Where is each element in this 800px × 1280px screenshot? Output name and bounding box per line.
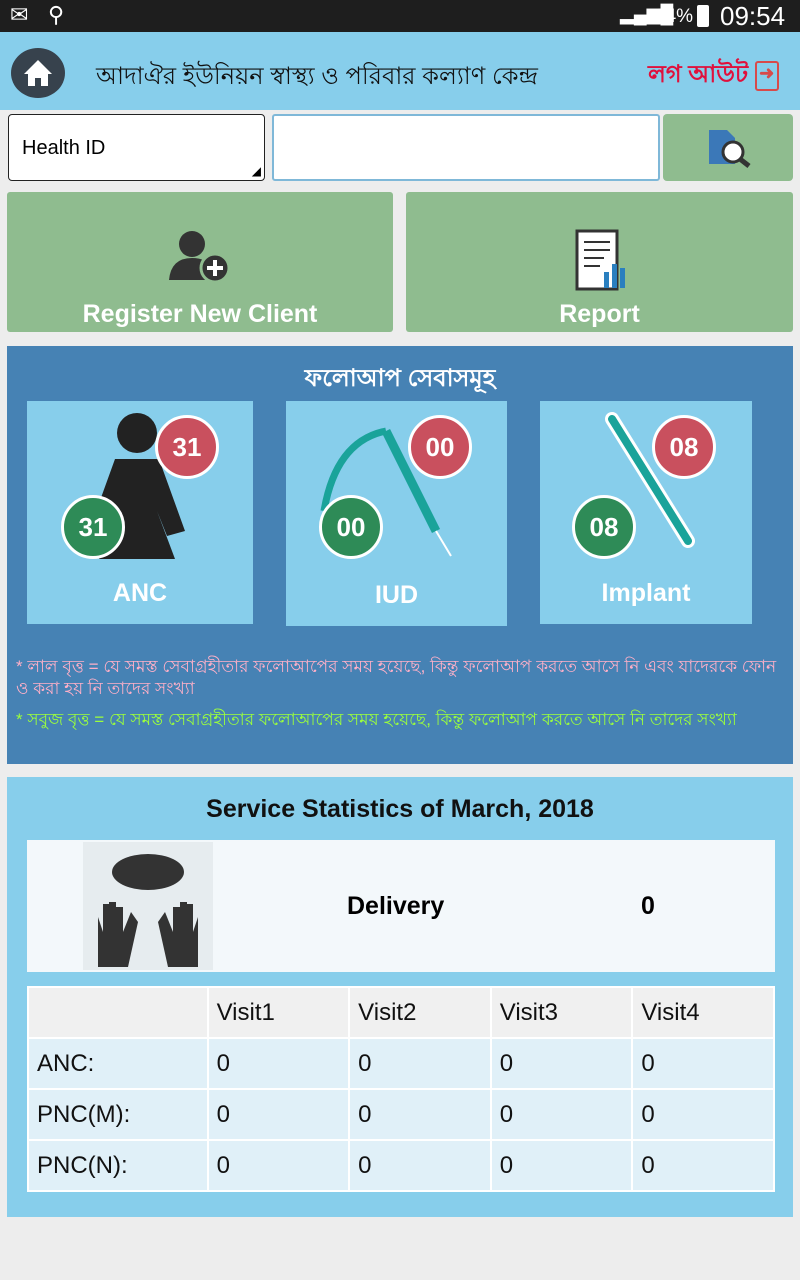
clock: 09:54 [720,1,786,31]
iud-icon [320,427,452,557]
app-header: আদাঐর ইউনিয়ন স্বাস্থ্য ও পরিবার কল্যাণ … [0,32,800,110]
cell: 0 [206,1139,351,1192]
status-bar: ✉ ⚲ ▂▄▆█ 94% 09:54 [0,0,800,32]
search-input[interactable] [272,114,660,181]
cell: 0 [348,1037,492,1090]
implant-label: Implant [601,579,691,607]
implant-red-count: 08 [652,415,716,479]
cell: 0 [631,1088,775,1141]
header-cell: Visit4 [631,986,775,1039]
delivery-row: Delivery 0 [27,840,775,972]
stats-title: Service Statistics of March, 2018 [206,795,594,823]
logout-label: লগ আউট [648,61,749,88]
signal-icon: ▂▄▆█ [620,4,674,24]
home-button[interactable] [11,48,65,98]
battery-level: 94% [655,6,694,27]
report-button[interactable]: Report [406,192,793,332]
implant-card[interactable]: 08 08 Implant [540,401,752,624]
row-label: ANC: [27,1037,209,1090]
red-circle-note: * লাল বৃত্ত = যে সমস্ত সেবাগ্রহীতার ফলোআ… [16,657,777,698]
header-cell: Visit1 [206,986,351,1039]
iud-green-count: 00 [319,495,383,559]
register-label: Register New Client [82,300,318,328]
report-label: Report [559,300,640,328]
search-document-icon [709,130,751,168]
cell: 0 [206,1037,351,1090]
row-label: PNC(M): [27,1088,209,1141]
register-new-client-button[interactable]: Register New Client [7,192,393,332]
search-type-select[interactable]: Health ID ◢ [8,114,265,181]
iud-card[interactable]: 00 00 IUD [286,401,507,626]
home-icon [24,60,52,86]
search-type-value: Health ID [22,137,106,159]
usb-icon: ⚲ [48,2,65,27]
delivery-label: Delivery [347,892,445,920]
followup-section: ফলোআপ সেবাসমূহ 31 31 ANC 00 00 IUD 08 08… [7,346,793,764]
row-label: PNC(N): [27,1139,209,1192]
followup-title: ফলোআপ সেবাসমূহ [304,365,496,392]
cell: 0 [631,1139,775,1192]
cell: 0 [348,1088,492,1141]
header-cell [27,986,209,1039]
anc-green-count: 31 [61,495,125,559]
logout-button[interactable]: লগ আউট ➜ [648,56,779,96]
mail-icon: ✉ [10,2,29,27]
baby-hands-icon [83,842,213,970]
cell: 0 [348,1139,492,1192]
anc-red-count: 31 [155,415,219,479]
delivery-value: 0 [641,892,655,920]
anc-card[interactable]: 31 31 ANC [27,401,253,624]
implant-green-count: 08 [572,495,636,559]
implant-icon [605,412,695,548]
header-cell: Visit3 [489,986,634,1039]
dropdown-icon: ◢ [251,164,261,178]
cell: 0 [631,1037,775,1090]
search-button[interactable] [663,114,793,181]
green-circle-note: * সবুজ বৃত্ত = যে সমস্ত সেবাগ্রহীতার ফলো… [16,710,737,729]
service-statistics-section: Service Statistics of March, 2018 Delive… [7,777,793,1217]
cell: 0 [489,1139,634,1192]
page-title: আদাঐর ইউনিয়ন স্বাস্থ্য ও পরিবার কল্যাণ … [96,63,538,90]
cell: 0 [489,1037,634,1090]
iud-label: IUD [374,581,419,609]
anc-label: ANC [112,579,168,607]
cell: 0 [206,1088,351,1141]
header-cell: Visit2 [348,986,492,1039]
logout-icon: ➜ [754,60,779,91]
battery-icon [697,5,709,27]
report-icon [575,229,625,291]
cell: 0 [489,1088,634,1141]
add-user-icon [169,231,231,284]
iud-red-count: 00 [408,415,472,479]
